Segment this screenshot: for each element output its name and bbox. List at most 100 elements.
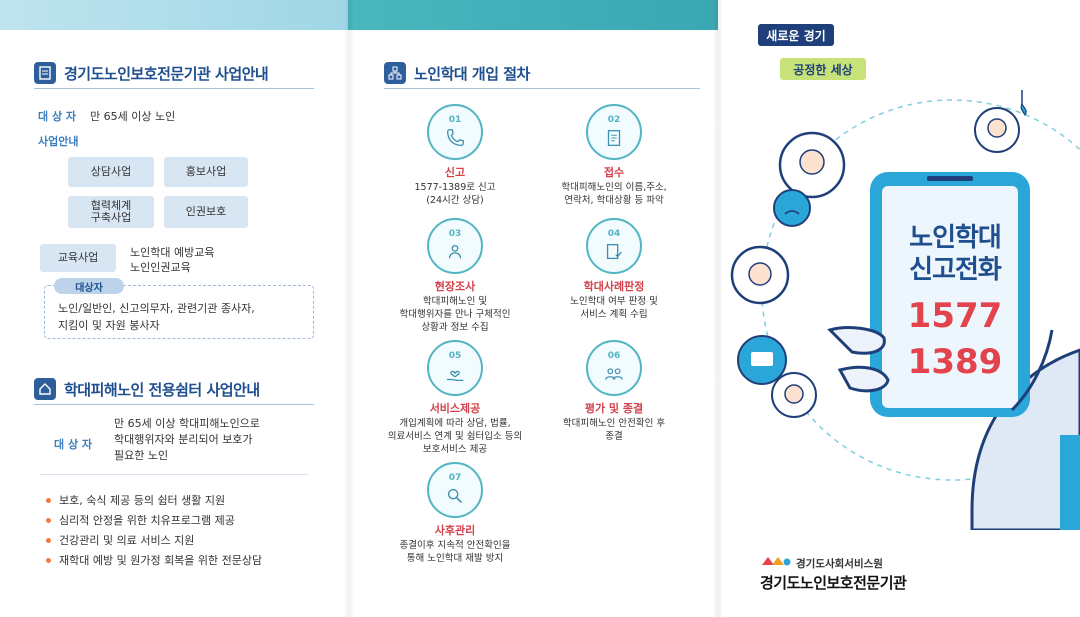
step-number: 02 — [607, 114, 621, 125]
step-title: 학대사례판정 — [583, 280, 645, 293]
shelter-icon — [34, 378, 56, 400]
step-circle: 05 — [427, 340, 483, 396]
list-item: 심리적 안정을 위한 치유프로그램 제공 — [46, 510, 262, 530]
bullet-text: 건강관리 및 의료 서비스 지원 — [59, 534, 195, 547]
divider — [34, 404, 314, 405]
step-circle: 06 — [586, 340, 642, 396]
step-desc-line: (24시간 상담) — [426, 195, 484, 206]
face-shape — [799, 149, 825, 175]
hotline-title-line: 신고전화 — [909, 255, 1002, 285]
step-desc-line: 의료서비스 연계 및 쉼터입소 등의 — [387, 431, 523, 442]
step-number: 04 — [607, 228, 621, 239]
step-desc: 학대피해노인 및 학대행위자를 만나 구체적인 상황과 정보 수집 — [365, 295, 545, 334]
step-desc: 학대피해노인 안전확인 후 종결 — [524, 417, 704, 443]
hotline-number: 1577 — [907, 296, 1003, 336]
org-name-big: 경기도노인보호전문기관 — [760, 574, 907, 592]
document-icon — [34, 62, 56, 84]
step-title: 접수 — [603, 166, 625, 179]
bullet-dot — [46, 517, 51, 523]
shelter-target-line: 필요한 노인 — [114, 449, 169, 462]
procedure-step: 05 서비스제공 개입계획에 따라 상담, 법률, 의료서비스 연계 및 쉼터입… — [365, 340, 545, 456]
face-shape — [784, 384, 804, 404]
step-title: 서비스제공 — [429, 402, 481, 415]
step-desc-line: 노인학대 여부 판정 및 — [570, 296, 658, 307]
step-title: 평가 및 종결 — [584, 402, 644, 415]
chat-bubble-shape — [751, 352, 773, 366]
fold-line — [345, 0, 353, 617]
step-title: 신고 — [444, 166, 466, 179]
procedure-step: 04 학대사례판정 노인학대 여부 판정 및 서비스 계획 수립 — [524, 218, 704, 321]
section-header-business: 경기도노인보호전문기관 사업안내 — [34, 62, 269, 84]
finger-shape — [837, 365, 890, 393]
step-desc-line: 개입계획에 따라 상담, 법률, — [399, 418, 511, 429]
fold-line — [714, 0, 722, 617]
step-number: 03 — [448, 228, 462, 239]
shelter-target-line: 만 65세 이상 학대피해노인으로 — [114, 417, 260, 430]
group-icon — [605, 367, 623, 380]
bullet-dot — [46, 537, 51, 543]
target-tab: 대상자 — [54, 278, 124, 294]
step-title: 사후관리 — [434, 524, 476, 537]
section-title: 노인학대 개입 절차 — [414, 64, 530, 83]
pill-promotion: 홍보사업 — [164, 157, 248, 187]
target-lines: 노인/일반인, 신고의무자, 관련기관 종사자, 지킴이 및 자원 봉사자 — [58, 300, 255, 334]
target-row: 대 상 자 만 65세 이상 노인 — [38, 108, 175, 124]
phone-screen — [882, 186, 1018, 408]
section-title: 학대피해노인 전용쉼터 사업안내 — [64, 380, 260, 399]
finger-shape — [827, 326, 886, 355]
target-box — [44, 285, 314, 339]
shelter-target-line: 학대행위자와 분리되어 보호가 — [114, 433, 253, 446]
section-title: 경기도노인보호전문기관 사업안내 — [64, 64, 269, 83]
step-number: 06 — [607, 350, 621, 361]
org-name-small: 경기도사회서비스원 — [796, 558, 883, 570]
pill-human-rights: 인권보호 — [164, 196, 248, 228]
education-line: 노인인권교육 — [130, 261, 191, 274]
procedure-step: 02 접수 학대피해노인의 이름,주소, 연락처, 학대상황 등 파악 — [524, 104, 704, 207]
hotline-title: 노인학대 신고전화 — [885, 222, 1025, 286]
frown-shape — [784, 210, 800, 215]
step-number: 01 — [448, 114, 462, 125]
people-talk-icon — [448, 244, 462, 258]
bullet-text: 보호, 숙식 제공 등의 쉼터 생활 지원 — [59, 494, 226, 507]
bullet-dot — [46, 497, 51, 503]
education-lines: 노인학대 예방교육 노인인권교육 — [130, 245, 214, 275]
slogan-badge: 공정한 세상 — [780, 58, 866, 80]
step-desc-line: 1577-1389로 신고 — [414, 182, 496, 193]
step-desc: 노인학대 여부 판정 및 서비스 계획 수립 — [524, 295, 704, 321]
step-desc-line: 학대피해노인의 이름,주소, — [561, 182, 667, 193]
step-desc-line: 통해 노인학대 재발 방지 — [406, 553, 504, 564]
step-title: 현장조사 — [434, 280, 476, 293]
phone-speaker — [927, 176, 973, 181]
step-number: 07 — [448, 472, 462, 483]
procedure-step: 07 사후관리 종결이후 지속적 안전확인을 통해 노인학대 재발 방지 — [365, 462, 545, 565]
magnifier-icon — [447, 488, 463, 503]
bullet-dot — [46, 557, 51, 563]
step-number: 05 — [448, 350, 462, 361]
target-label: 대 상 자 — [38, 110, 77, 123]
dashed-orbit — [761, 99, 1080, 481]
business-label: 사업안내 — [38, 135, 79, 148]
section-header-procedure: 노인학대 개입 절차 — [384, 62, 530, 84]
step-desc: 개입계획에 따라 상담, 법률, 의료서비스 연계 및 쉼터입소 등의 보호서비… — [365, 417, 545, 456]
shelter-target-label: 대 상 자 — [54, 438, 93, 451]
divider — [384, 88, 700, 89]
step-desc-line: 연락처, 학대상황 등 파악 — [564, 195, 664, 206]
cuff-shape — [1060, 435, 1080, 530]
bullet-text: 심리적 안정을 위한 치유프로그램 제공 — [59, 514, 235, 527]
clipboard-icon — [607, 129, 621, 146]
phone-icon — [447, 128, 464, 146]
section-header-shelter: 학대피해노인 전용쉼터 사업안내 — [34, 378, 260, 400]
tear-drop-icon — [1020, 102, 1027, 117]
document-check-icon — [606, 243, 622, 259]
flowchart-icon — [384, 62, 406, 84]
shelter-bullet-list: 보호, 숙식 제공 등의 쉼터 생활 지원 심리적 안정을 위한 치유프로그램 … — [46, 490, 262, 570]
list-item: 보호, 숙식 제공 등의 쉼터 생활 지원 — [46, 490, 262, 510]
step-desc-line: 서비스 계획 수립 — [580, 309, 648, 320]
top-bar-left — [0, 0, 348, 30]
step-desc: 1577-1389로 신고 (24시간 상담) — [365, 181, 545, 207]
procedure-step: 06 평가 및 종결 학대피해노인 안전확인 후 종결 — [524, 340, 704, 443]
education-line: 노인학대 예방교육 — [130, 246, 215, 259]
hand-heart-icon — [446, 370, 464, 381]
target-line: 노인/일반인, 신고의무자, 관련기관 종사자, — [58, 302, 255, 315]
step-desc-line: 종결 — [605, 431, 623, 442]
